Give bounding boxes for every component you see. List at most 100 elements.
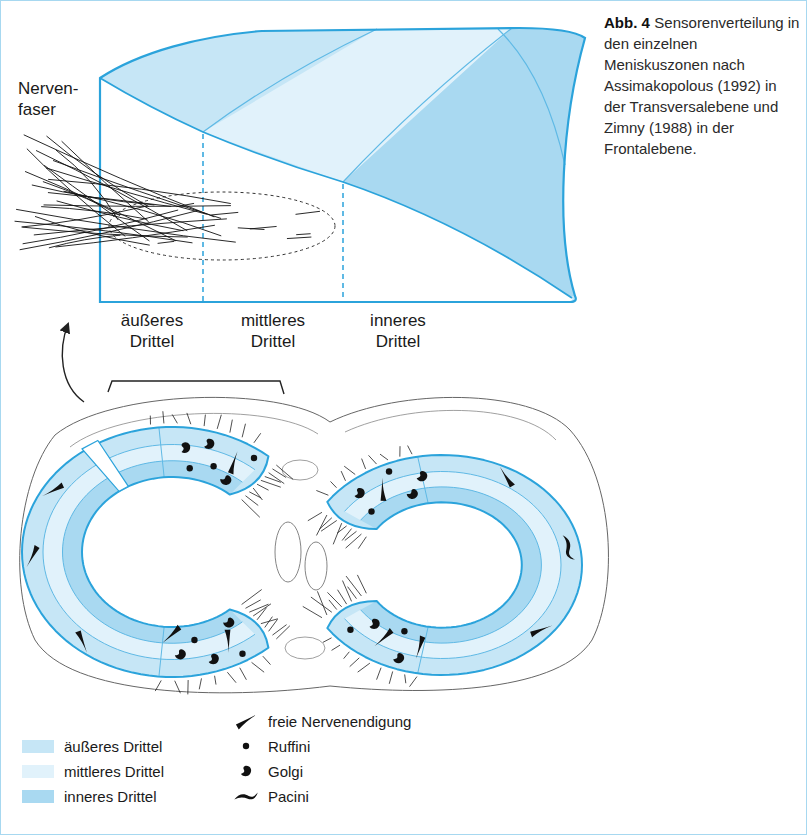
nerve-fiber — [346, 576, 361, 596]
nerve-fiber — [245, 600, 260, 608]
meniscus-outline — [327, 455, 582, 675]
nerve-fiber — [317, 591, 326, 615]
nerve-fiber — [331, 481, 337, 487]
cut-edge — [100, 78, 572, 298]
free-sensor — [371, 478, 393, 504]
nerve-fiber — [158, 241, 175, 243]
nerve-fiber — [253, 488, 262, 500]
nerve-fiber — [254, 433, 261, 443]
nerve-fiber — [175, 681, 181, 693]
pacini-sensor — [563, 534, 575, 561]
legend-swatch — [22, 765, 54, 778]
nerve-fiber — [344, 466, 355, 474]
nerve-fiber — [338, 590, 347, 604]
nerve-fiber — [20, 210, 198, 249]
free-sensor — [493, 467, 519, 489]
ruffini-sensor — [239, 651, 245, 657]
intercondylar-eminence — [275, 522, 301, 582]
label-box: mittleres Drittel — [225, 310, 321, 352]
nerve-fiber — [240, 668, 247, 680]
legend-row: freie Nervenendigung — [232, 710, 411, 732]
nerve-fiber — [252, 662, 265, 672]
nerve-fiber — [265, 617, 273, 628]
nerve-fiber — [343, 581, 352, 602]
nerve-fiber — [327, 592, 341, 606]
nerve-fiber — [308, 512, 322, 520]
golgi-sensor — [222, 616, 236, 630]
structure-label: Nerven- faser — [18, 79, 78, 119]
nerve-fiber — [46, 136, 148, 207]
nerve-fiber — [358, 537, 366, 549]
nerve-fiber — [16, 209, 236, 242]
nerve-fiber — [187, 680, 188, 694]
nerve-fiber — [276, 465, 293, 479]
nerve-fiber — [348, 587, 357, 599]
nerve-fiber — [21, 206, 147, 227]
nerve-fiber — [399, 446, 400, 456]
nerve-fiber — [242, 424, 245, 438]
nerve-fiber — [44, 205, 231, 206]
nerve-fiber — [211, 212, 238, 215]
nerve-fiber — [24, 135, 215, 217]
free-sensor — [234, 710, 256, 732]
nerve-fiber — [272, 469, 286, 478]
legend-text: freie Nervenendigung — [268, 713, 411, 730]
nerve-fiber — [257, 608, 266, 620]
nerve-fiber — [380, 454, 388, 460]
nerve-fiber — [357, 575, 366, 593]
legend-text: Ruffini — [268, 738, 310, 755]
nerve-fiber — [358, 663, 370, 672]
nerve-fiber — [27, 149, 125, 237]
nerve-fiber — [227, 672, 236, 683]
golgi-sensor — [179, 441, 192, 454]
ruffini-sensor — [251, 455, 257, 461]
ruffini-sensor — [368, 508, 374, 514]
meniscus — [327, 455, 582, 675]
cut-face — [100, 78, 572, 302]
golgi-sensor — [392, 651, 405, 664]
nerve-fiber — [249, 492, 261, 498]
band-boundary — [63, 461, 243, 643]
nerve-fiber — [163, 411, 164, 423]
legend-symbol — [232, 760, 260, 782]
pacini-sensor — [234, 792, 257, 799]
nerve-fiber — [389, 671, 392, 683]
golgi-sensor — [209, 654, 219, 664]
figure-caption-block: Abb. 4Sensorenverteilung in den einzelne… — [604, 12, 800, 159]
outer-third-band — [22, 427, 268, 677]
golgi-sensor — [370, 619, 380, 629]
nerve-fiber — [155, 680, 161, 691]
middle-third-band — [43, 445, 255, 660]
nerve-fiber — [48, 179, 231, 203]
zone-divider — [343, 28, 512, 182]
legend-row: Pacini — [232, 785, 309, 807]
legend-text: äußeres Drittel — [64, 738, 162, 755]
nerve-fiber — [177, 203, 194, 206]
nerve-fiber — [204, 415, 205, 426]
zone-divider — [498, 29, 565, 165]
inner-third-band — [63, 461, 243, 643]
zone-divider — [203, 29, 377, 132]
nerve-fiber — [296, 233, 310, 235]
nerve-fiber — [311, 597, 332, 612]
nerve-fiber — [350, 658, 360, 667]
nerve-fiber — [242, 500, 260, 518]
ligament-attachment — [285, 637, 325, 659]
free-sensor — [528, 617, 552, 642]
reference-arrow — [62, 324, 84, 402]
nerve-fiber — [316, 515, 326, 535]
nerve-fiber — [187, 413, 191, 424]
nerve-fiber — [316, 490, 328, 495]
nerve-fiber — [215, 676, 216, 685]
nerve-fiber — [369, 455, 377, 464]
ruffini-sensor — [191, 637, 197, 643]
free-sensor — [412, 635, 429, 659]
nerve-fiber — [296, 211, 320, 214]
ruffini-sensor — [401, 628, 407, 634]
label-box: inneres Drittel — [350, 310, 446, 352]
segment-divider — [159, 627, 164, 677]
third-boundary — [342, 184, 344, 301]
nerve-fiber — [410, 677, 417, 687]
